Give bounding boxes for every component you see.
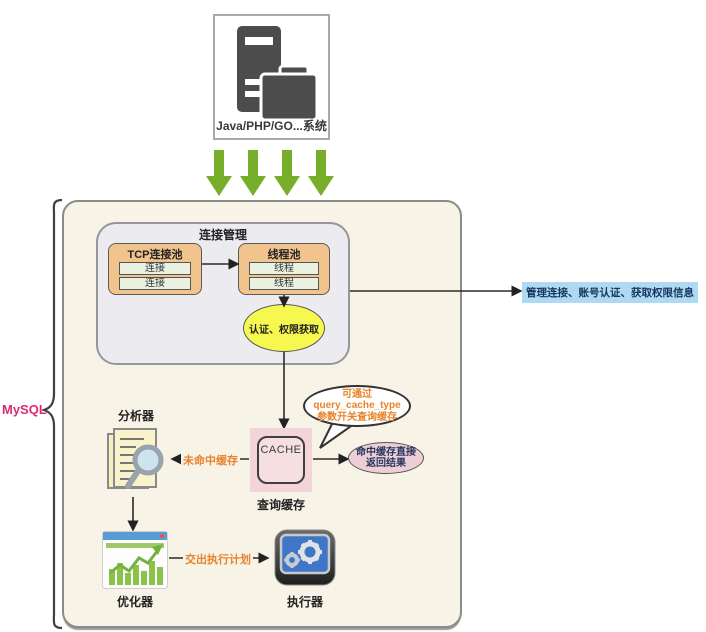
handover-plan-note: 交出执行计划 bbox=[183, 551, 253, 567]
query-cache-type-bubble: 可通过 query_cache_type 参数开关查询缓存 bbox=[303, 385, 411, 427]
client-system-box: Java/PHP/GO...系统 bbox=[213, 14, 330, 140]
thread-pool-thread-row: 线程 bbox=[249, 277, 319, 290]
server-folder-icon bbox=[237, 26, 319, 122]
manage-connections-note: 管理连接、账号认证、获取权限信息 bbox=[522, 282, 698, 303]
tcp-pool-title: TCP连接池 bbox=[127, 249, 183, 261]
connection-management-title: 连接管理 bbox=[198, 228, 247, 242]
analyzer-icon bbox=[107, 428, 164, 489]
request-flow-arrows-icon bbox=[206, 150, 334, 196]
cache-label: CACHE bbox=[257, 436, 305, 484]
executor-label: 执行器 bbox=[286, 595, 323, 609]
cache-hit-line: 返回结果 bbox=[366, 458, 406, 469]
bubble-line: query_cache_type bbox=[313, 400, 401, 412]
thread-pool-title: 线程池 bbox=[267, 249, 301, 261]
query-cache-caption: 查询缓存 bbox=[256, 498, 305, 512]
executor-icon bbox=[274, 529, 336, 586]
optimizer-label: 优化器 bbox=[116, 595, 153, 609]
thread-pool: 线程池 线程 线程 bbox=[238, 243, 330, 295]
analyzer-label: 分析器 bbox=[117, 409, 154, 423]
bubble-line: 可通过 bbox=[342, 389, 372, 401]
client-system-label: Java/PHP/GO...系统 bbox=[216, 119, 327, 133]
cache-miss-note: 未命中缓存 bbox=[181, 452, 240, 468]
tcp-pool-connection-row: 连接 bbox=[119, 277, 191, 290]
tcp-connection-pool: TCP连接池 连接 连接 bbox=[108, 243, 202, 295]
query-cache-box: CACHE bbox=[250, 428, 312, 492]
cache-hit-line: 命中缓存直接 bbox=[356, 446, 416, 458]
optimizer-icon bbox=[102, 531, 168, 589]
thread-pool-thread-row: 线程 bbox=[249, 262, 319, 275]
mysql-brace-icon bbox=[42, 198, 63, 630]
auth-permission-label: 认证、权限获取 bbox=[249, 324, 319, 336]
cache-hit-ellipse: 命中缓存直接 返回结果 bbox=[348, 442, 424, 474]
auth-permission-ellipse: 认证、权限获取 bbox=[243, 304, 325, 352]
bubble-line: 参数开关查询缓存 bbox=[317, 411, 397, 423]
tcp-pool-connection-row: 连接 bbox=[119, 262, 191, 275]
mysql-label: MySQL bbox=[2, 402, 47, 417]
